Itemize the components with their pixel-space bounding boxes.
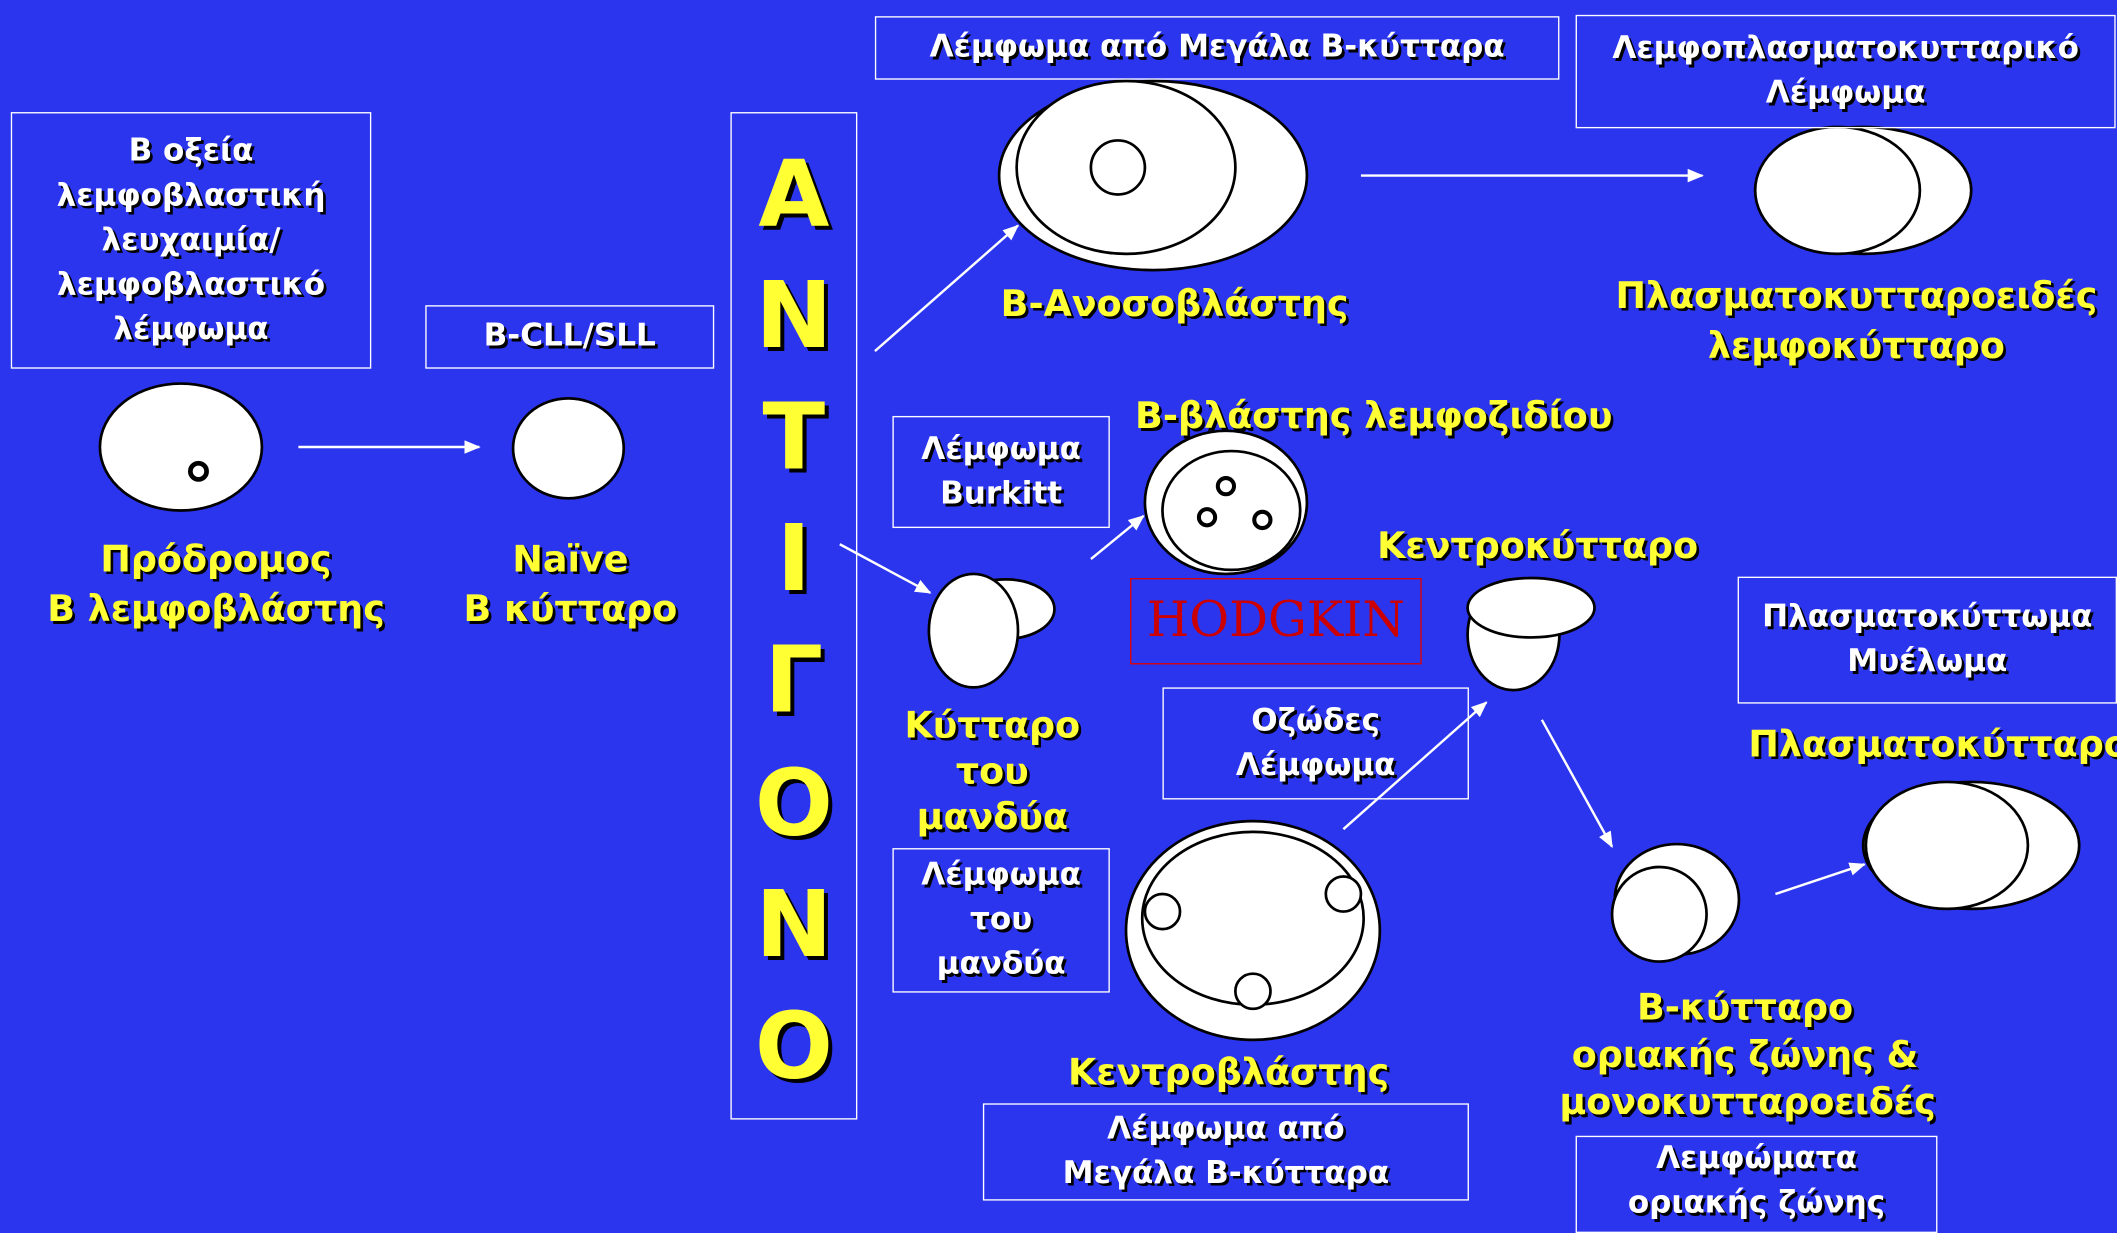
mantle-cell — [927, 572, 1056, 689]
precursor-lymphoblast-cell — [98, 382, 264, 512]
plasmacytoid-lymphocyte-label: Πλασματοκυτταροειδές λεμφοκύτταρο — [1615, 275, 2098, 368]
large-b-cell-lymphoma-top-box: Λέμφωμα από Μεγάλα Β-κύτταρα — [874, 16, 1560, 80]
naive-b-cell — [511, 397, 626, 500]
arrow-marginal-zone-to-plasma — [1775, 862, 1866, 896]
centroblast-label: Κεντροβλάστης — [1068, 1052, 1390, 1094]
plasmacytoid-lymphocyte-cell — [1753, 125, 1973, 256]
arrow-centrocyte-to-marginal-zone — [1540, 719, 1614, 848]
mantle-cell-label: Κύτταρο του μανδύα — [904, 704, 1081, 839]
marginal-zone-cell — [1610, 842, 1741, 963]
plasma-cell-label: Πλασματοκύτταρο — [1748, 723, 2117, 766]
b-cll-box: B-CLL/SLL — [425, 305, 715, 369]
marginal-zone-lymphomas-box: Λεμφώματα οριακής ζώνης — [1575, 1135, 1938, 1233]
antigen-column: Α Ν Τ Ι Γ Ο Ν Ο — [730, 112, 858, 1120]
antigen-letter-7: Ν — [755, 872, 833, 980]
arrow-mantle-to-follicle-blast — [1090, 514, 1145, 561]
immunoblast-cell — [997, 79, 1309, 272]
centrocyte-label: Κεντροκύτταρο — [1377, 525, 1699, 568]
marginal-zone-cell-label: Β-κύτταρο οριακής ζώνης & μονοκυτταροειδ… — [1559, 987, 1936, 1124]
follicle-blast-cell — [1143, 429, 1309, 576]
lymphoplasmacytic-lymphoma-box: Λεμφοπλασματοκυτταρικό Λέμφωμα — [1575, 14, 2116, 129]
follicular-lymphoma-box: Οζώδες Λέμφωμα — [1162, 687, 1469, 800]
hodgkin-box: HODGKIN — [1130, 578, 1422, 665]
antigen-letter-6: Ο — [754, 750, 833, 858]
antigen-letter-1: Α — [758, 141, 830, 249]
mantle-cell-lymphoma-box: Λέμφωμα του μανδύα — [892, 848, 1110, 993]
arrow-centroblast-to-centrocyte — [1342, 701, 1488, 831]
arrow-antigen-to-mantle — [839, 543, 932, 594]
arrow-antigen-to-immunoblast — [874, 224, 1020, 353]
centroblast-cell — [1124, 819, 1382, 1042]
centrocyte-cell — [1466, 576, 1596, 692]
plasmacytoma-myeloma-box: Πλασματοκύττωμα Μυέλωμα — [1737, 576, 2117, 704]
large-b-cell-lymphoma-bottom-box: Λέμφωμα από Μεγάλα Β-κύτταρα — [982, 1103, 1469, 1201]
naive-b-cell-label: Naïve Β κύτταρο — [463, 538, 678, 631]
antigen-letter-4: Ι — [776, 506, 811, 614]
follicle-blast-label: Β-βλάστης λεμφοζιδίου — [1135, 395, 1613, 438]
antigen-letter-5: Γ — [764, 627, 824, 735]
immunoblast-label: Β-Ανοσοβλάστης — [1000, 283, 1349, 326]
precursor-lymphoblast-label: Πρόδρομος Β λεμφοβλάστης — [47, 538, 385, 631]
plasma-cell — [1861, 780, 2081, 911]
b-all-box: Β οξεία λεμφοβλαστική λευχαιμία/ λεμφοβλ… — [10, 112, 372, 369]
antigen-letter-8: Ο — [754, 993, 833, 1101]
burkitt-lymphoma-box: Λέμφωμα Burkitt — [892, 415, 1110, 529]
antigen-letter-3: Τ — [762, 384, 826, 492]
antigen-letter-2: Ν — [755, 263, 833, 371]
